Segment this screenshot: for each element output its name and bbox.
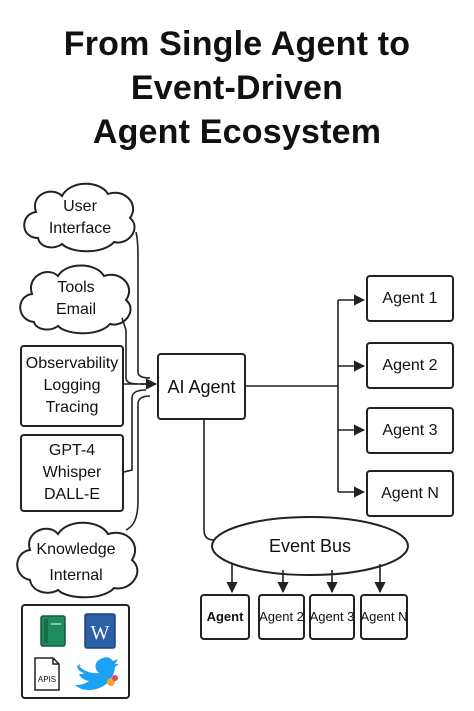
event-bus-ellipse	[211, 516, 409, 576]
diagram-title: From Single Agent to Event-Driven Agent …	[0, 22, 474, 154]
user-interface-cloud	[23, 182, 136, 253]
bus-agent-box: Agent	[200, 594, 250, 640]
integrations-icon-panel: W APIS	[21, 604, 130, 699]
ai-agent-box: AI Agent	[157, 353, 246, 420]
event-bus-label: Event Bus	[268, 536, 352, 556]
bus-agent-3-box: Agent 3	[309, 594, 355, 640]
green-book-icon	[40, 615, 66, 647]
svg-text:W: W	[91, 622, 110, 644]
observability-box: Observability Logging Tracing	[20, 345, 124, 427]
bus-agent-n-box: Agent N	[360, 594, 408, 640]
bus-agent-2-box: Agent 2	[258, 594, 305, 640]
tools-label: Tools Email	[55, 279, 96, 318]
apis-document-icon: APIS	[34, 657, 60, 691]
knowledge-cloud	[16, 521, 139, 599]
agent-3-box: Agent 3	[366, 407, 454, 454]
user-interface-label: User Interface	[48, 198, 112, 237]
svg-text:APIS: APIS	[38, 675, 56, 684]
models-box: GPT-4 Whisper DALL-E	[20, 434, 124, 512]
agent-2-box: Agent 2	[366, 342, 454, 389]
agent-1-box: Agent 1	[366, 275, 454, 322]
twitter-bird-icon	[75, 657, 119, 690]
title-line-1: From Single Agent to	[63, 25, 411, 63]
title-line-2: Event-Driven	[130, 69, 344, 107]
title-line-3: Agent Ecosystem	[92, 113, 382, 151]
knowledge-label: Knowledge Internal	[36, 541, 116, 584]
tools-cloud	[19, 264, 132, 335]
agent-n-box: Agent N	[366, 470, 454, 517]
word-document-icon: W	[84, 613, 116, 649]
icon-panel-drawing: W APIS	[34, 613, 119, 691]
